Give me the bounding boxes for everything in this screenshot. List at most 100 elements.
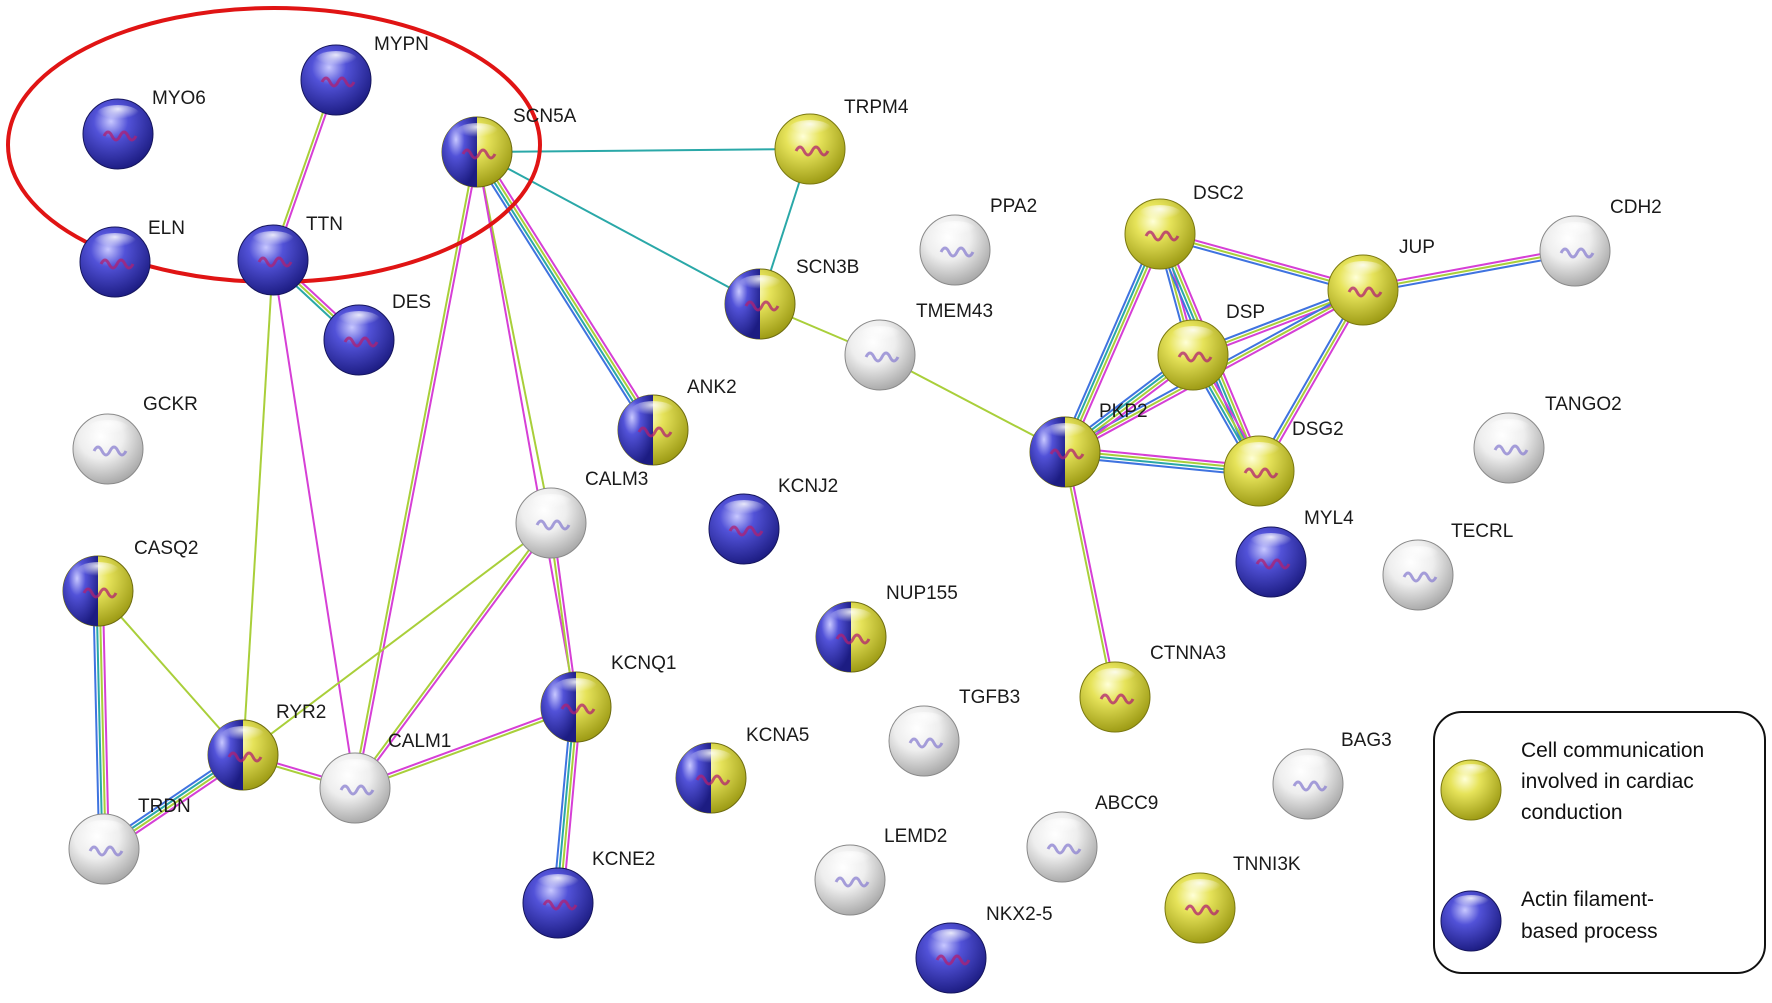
node-gckr[interactable]: GCKR bbox=[72, 394, 198, 485]
node-gloss bbox=[1138, 205, 1182, 225]
edge-strand bbox=[476, 148, 811, 153]
protein-structure-icon bbox=[99, 258, 135, 270]
node-mypn[interactable]: MYPN bbox=[300, 34, 429, 116]
node-gloss bbox=[1396, 546, 1440, 566]
node-gloss bbox=[1286, 755, 1330, 775]
node-scn5a[interactable]: SCN5A bbox=[441, 106, 577, 188]
node-gloss bbox=[858, 326, 902, 346]
protein-structure-icon bbox=[835, 633, 871, 645]
node-kcna5[interactable]: KCNA5 bbox=[675, 725, 809, 814]
protein-structure-icon bbox=[1292, 780, 1328, 792]
legend-item-blue: Actin filament- based process bbox=[1440, 888, 1658, 952]
node-jup[interactable]: JUP bbox=[1327, 237, 1435, 326]
node-nkx2-5[interactable]: NKX2-5 bbox=[915, 904, 1053, 994]
node-label: ELN bbox=[148, 218, 185, 239]
node-myl4[interactable]: MYL4 bbox=[1235, 508, 1354, 598]
edge-strand bbox=[1065, 234, 1163, 454]
node-kcne2[interactable]: KCNE2 bbox=[522, 849, 655, 939]
node-gloss bbox=[221, 726, 265, 746]
protein-structure-icon bbox=[1559, 247, 1595, 259]
node-ttn[interactable]: TTN bbox=[237, 214, 343, 296]
node-tmem43[interactable]: TMEM43 bbox=[844, 301, 993, 391]
node-pkp2[interactable]: PKP2 bbox=[1029, 401, 1148, 488]
node-tgfb3[interactable]: TGFB3 bbox=[888, 687, 1020, 777]
node-casq2[interactable]: CASQ2 bbox=[62, 538, 198, 627]
node-myo6[interactable]: MYO6 bbox=[82, 88, 206, 170]
edge-scn5a-calm1 bbox=[352, 151, 480, 789]
node-dsg2[interactable]: DSG2 bbox=[1223, 419, 1344, 507]
legend-swatch-gloss bbox=[1452, 764, 1490, 780]
node-label: ANK2 bbox=[687, 377, 737, 398]
edge-strand bbox=[242, 259, 274, 756]
protein-structure-icon bbox=[88, 845, 124, 857]
node-ank2[interactable]: ANK2 bbox=[617, 377, 737, 466]
protein-structure-icon bbox=[864, 351, 900, 363]
node-label: BAG3 bbox=[1341, 730, 1392, 751]
edge-strand bbox=[480, 148, 658, 428]
protein-structure-icon bbox=[82, 587, 118, 599]
legend-box bbox=[1433, 711, 1766, 974]
edge-strand bbox=[355, 152, 480, 789]
protein-structure-icon bbox=[1046, 843, 1082, 855]
edge-casq2-trdn bbox=[92, 590, 110, 850]
edge-strand bbox=[92, 591, 101, 850]
node-gloss bbox=[933, 221, 977, 241]
node-kcnj2[interactable]: KCNJ2 bbox=[708, 476, 838, 565]
node-gloss bbox=[314, 51, 358, 71]
legend-label-line: Actin filament- bbox=[1521, 888, 1654, 911]
edge-strand bbox=[98, 590, 107, 849]
edge-scn5a-calm3 bbox=[476, 151, 552, 524]
edge-ttn-calm1 bbox=[272, 259, 356, 789]
node-scn3b[interactable]: SCN3B bbox=[724, 257, 859, 340]
edge-strand bbox=[352, 151, 477, 788]
node-label: DSP bbox=[1226, 302, 1265, 323]
protein-structure-icon bbox=[343, 336, 379, 348]
node-gloss bbox=[455, 123, 499, 143]
node-nup155[interactable]: NUP155 bbox=[815, 583, 958, 673]
node-gloss bbox=[1341, 261, 1385, 281]
node-calm1[interactable]: CALM1 bbox=[319, 731, 451, 824]
node-tnni3k[interactable]: TNNI3K bbox=[1164, 854, 1301, 944]
protein-structure-icon bbox=[939, 246, 975, 258]
node-label: MYO6 bbox=[152, 88, 206, 109]
node-gloss bbox=[1237, 442, 1281, 462]
protein-structure-icon bbox=[794, 145, 830, 157]
legend: Cell communication involved in cardiac c… bbox=[1433, 711, 1766, 974]
node-label: PPA2 bbox=[990, 196, 1037, 217]
protein-structure-icon bbox=[834, 876, 870, 888]
node-tecrl[interactable]: TECRL bbox=[1382, 521, 1513, 611]
legend-swatch-gloss bbox=[1452, 895, 1490, 911]
node-label: NKX2-5 bbox=[986, 904, 1053, 925]
node-bag3[interactable]: BAG3 bbox=[1272, 730, 1392, 820]
node-calm3[interactable]: CALM3 bbox=[515, 469, 648, 559]
node-eln[interactable]: ELN bbox=[79, 218, 185, 298]
node-label: TNNI3K bbox=[1233, 854, 1301, 875]
node-kcnq1[interactable]: KCNQ1 bbox=[540, 653, 676, 743]
node-gloss bbox=[1487, 419, 1531, 439]
node-cdh2[interactable]: CDH2 bbox=[1539, 197, 1662, 287]
protein-structure-icon bbox=[1049, 448, 1085, 460]
edge-scn5a-kcnq1 bbox=[476, 151, 577, 708]
node-trdn[interactable]: TRDN bbox=[68, 796, 191, 885]
edge-strand bbox=[1059, 231, 1157, 451]
node-gloss bbox=[337, 311, 381, 331]
protein-structure-icon bbox=[908, 737, 944, 749]
node-ryr2[interactable]: RYR2 bbox=[207, 702, 326, 791]
protein-structure-icon bbox=[102, 130, 138, 142]
protein-structure-icon bbox=[1402, 571, 1438, 583]
node-label: SCN3B bbox=[796, 257, 859, 278]
node-lemd2[interactable]: LEMD2 bbox=[814, 826, 947, 916]
node-gloss bbox=[929, 929, 973, 949]
protein-structure-icon bbox=[1184, 904, 1220, 916]
node-gloss bbox=[1093, 668, 1137, 688]
protein-structure-icon bbox=[1493, 444, 1529, 456]
node-abcc9[interactable]: ABCC9 bbox=[1026, 793, 1158, 883]
node-dsp[interactable]: DSP bbox=[1157, 302, 1265, 391]
node-trpm4[interactable]: TRPM4 bbox=[774, 97, 909, 185]
node-label: GCKR bbox=[143, 394, 198, 415]
node-tango2[interactable]: TANGO2 bbox=[1473, 394, 1622, 484]
node-ppa2[interactable]: PPA2 bbox=[919, 196, 1037, 286]
node-des[interactable]: DES bbox=[323, 292, 431, 376]
node-dsc2[interactable]: DSC2 bbox=[1124, 183, 1244, 270]
node-ctnna3[interactable]: CTNNA3 bbox=[1079, 643, 1226, 733]
